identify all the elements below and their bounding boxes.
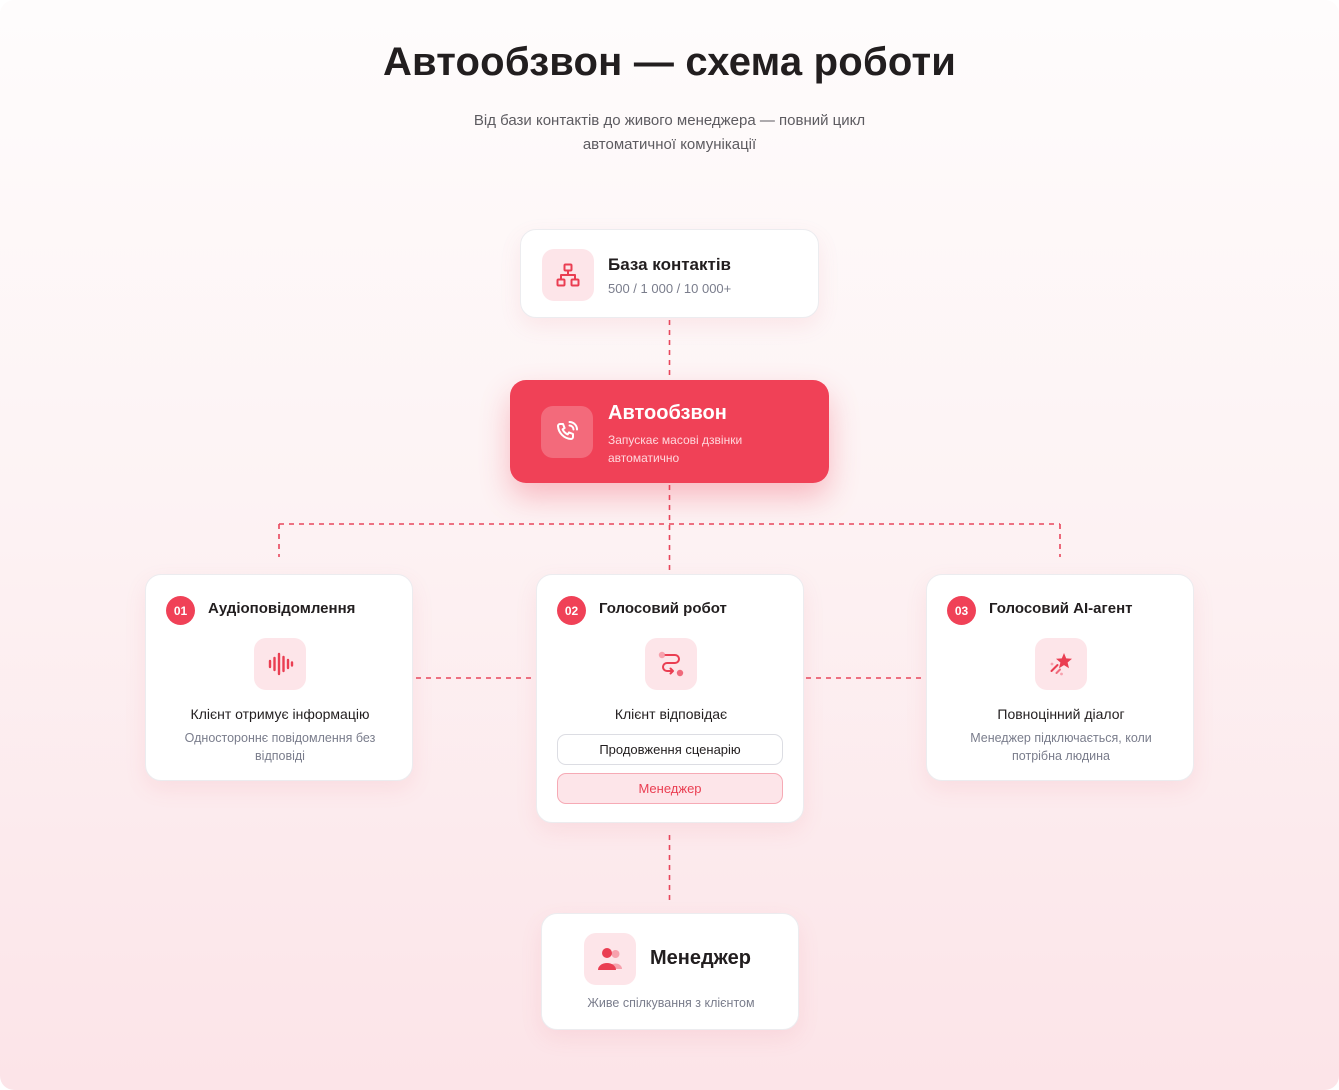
users-icon [584, 933, 636, 985]
subtitle-line-1: Від бази контактів до живого менеджера —… [473, 112, 866, 129]
step-number-badge: 01 [166, 596, 195, 625]
autodial-card: Автообзвон Запускає масові дзвінки автом… [510, 380, 829, 483]
step-description: Менеджер підключається, коли потрібна лю… [970, 731, 1152, 763]
step-title: Голосовий AI-агент [989, 600, 1133, 617]
contacts-base-card: База контактів 500 / 1 000 / 10 000+ [520, 229, 819, 318]
step-card-voice-robot: 02 Голосовий робот Клієнт відповідає Про… [536, 574, 804, 823]
step-headline: Клієнт відповідає [614, 706, 728, 722]
sparkle-star-icon [1035, 638, 1087, 690]
option-manager[interactable]: Менеджер [557, 773, 783, 804]
manager-title: Менеджер [650, 947, 751, 969]
page-subtitle: Від бази контактів до живого менеджера —… [440, 109, 899, 157]
sitemap-icon [542, 249, 594, 301]
step-headline: Клієнт отримує інформацію [190, 706, 370, 722]
contacts-base-title: База контактів [608, 255, 732, 274]
manager-card: Менеджер Живе спілкування з клієнтом [541, 913, 799, 1030]
audio-wave-icon [254, 638, 306, 690]
option-continue-scenario[interactable]: Продовження сценарію [557, 734, 783, 765]
manager-subtitle: Живе спілкування з клієнтом [587, 996, 755, 1010]
subtitle-line-2: автоматичної комунікації [582, 136, 757, 153]
route-icon [645, 638, 697, 690]
phone-ringing-icon [541, 406, 593, 458]
step-headline: Повноцінний діалог [997, 706, 1125, 722]
step-title: Аудіоповідомлення [208, 600, 356, 617]
autodial-subtitle: Запускає масові дзвінки автоматично [608, 433, 743, 465]
step-card-ai-agent: 03 Голосовий AI-агент Повноцінний діалог… [926, 574, 1194, 781]
contacts-base-subtitle: 500 / 1 000 / 10 000+ [608, 281, 732, 296]
step-description: Одностороннє повідомлення без відповіді [184, 731, 376, 763]
page-title: Автообзвон — схема роботи [382, 40, 957, 84]
autodial-title: Автообзвон [608, 402, 727, 424]
step-number-badge: 03 [947, 596, 976, 625]
step-card-audio-message: 01 Аудіоповідомлення Клієнт отримує інфо… [145, 574, 413, 781]
step-number-badge: 02 [557, 596, 586, 625]
step-title: Голосовий робот [599, 600, 727, 617]
